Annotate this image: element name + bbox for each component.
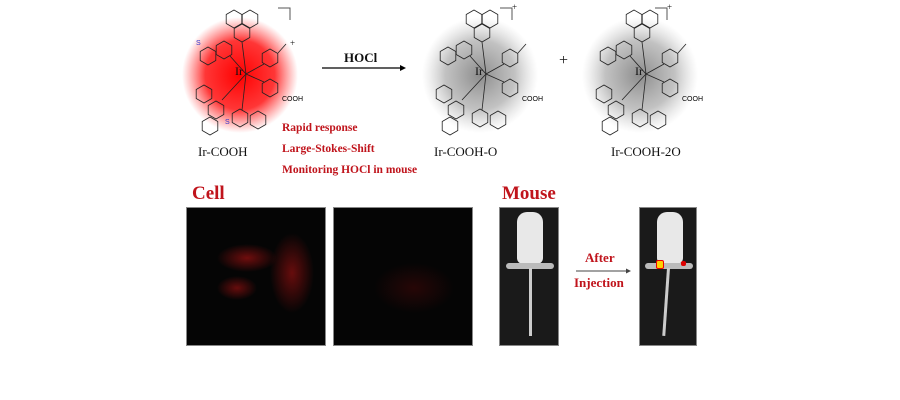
group-label: COOH — [282, 96, 303, 103]
mouse-title: Mouse — [502, 183, 556, 204]
fluorescence-spot — [656, 260, 664, 269]
plus-sign: + — [559, 52, 569, 69]
cell-title: Cell — [192, 183, 225, 204]
arrow-label-after: After — [585, 250, 615, 265]
compound-ir-cooh-o — [422, 10, 538, 135]
reaction-arrow — [322, 65, 406, 71]
sulfur-label: S — [225, 119, 230, 126]
group-label: COOH — [522, 96, 543, 103]
charge-label: + — [512, 2, 518, 12]
mouse-image-after — [639, 207, 697, 346]
cell-image-after — [333, 207, 473, 346]
injection-arrow — [576, 268, 631, 274]
mouse-image-before — [499, 207, 559, 346]
metal-label: Ir — [235, 64, 243, 78]
feature-item: Monitoring HOCl in mouse — [282, 164, 418, 176]
charge-label: + — [290, 38, 296, 48]
compound-ir-cooh — [182, 10, 298, 135]
metal-label: Ir — [635, 64, 643, 78]
reagent-label: HOCl — [344, 50, 378, 65]
metal-label: Ir — [475, 64, 483, 78]
group-label: COOH — [682, 96, 703, 103]
arrow-label-injection: Injection — [574, 275, 624, 290]
feature-item: Rapid response — [282, 122, 358, 134]
compound-name: Ir-COOH-O — [434, 144, 498, 159]
cell-image-before — [186, 207, 326, 346]
compound-name: Ir-COOH-2O — [611, 144, 681, 159]
feature-item: Large-Stokes-Shift — [282, 143, 375, 155]
compound-name: Ir-COOH — [198, 144, 248, 159]
charge-label: + — [667, 2, 673, 12]
fluorescence-spot — [681, 261, 686, 266]
charge-brackets — [278, 7, 668, 20]
compound-ir-cooh-2o — [582, 10, 698, 135]
sulfur-label: S — [196, 40, 201, 47]
